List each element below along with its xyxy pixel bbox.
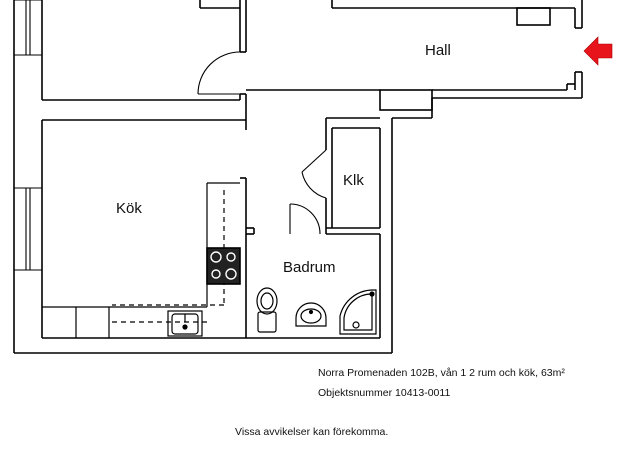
stove-icon: [206, 247, 241, 285]
outer-wall-left: [13, 0, 43, 353]
wall-top-segment: [199, 0, 240, 9]
room-label-hall: Hall: [425, 42, 451, 59]
address-text: Norra Promenaden 102B, vån 1 2 rum och k…: [318, 367, 565, 379]
hall-cabinet: [379, 89, 433, 111]
shower-icon: [339, 289, 377, 335]
closet-walls: [326, 127, 381, 229]
window-upper: [14, 0, 42, 56]
kitchen-sink-icon: [167, 310, 203, 337]
toilet-icon: [256, 287, 278, 333]
wall-room-kitchen: [42, 99, 246, 121]
wall-hall-top: [331, 0, 583, 29]
bathroom-walls: [246, 227, 381, 339]
wall-room-right: [239, 0, 247, 120]
object-number-text: Objektsnummer 10413-0011: [318, 387, 451, 399]
door-bathroom: [289, 203, 321, 235]
window-lower: [14, 187, 42, 271]
room-label-klk: Klk: [343, 172, 364, 189]
outer-wall-bottom: [14, 125, 393, 354]
door-room: [197, 51, 241, 95]
bathroom-sink-icon: [295, 302, 327, 327]
door-closet: [301, 149, 327, 199]
wall-corridor: [245, 117, 380, 228]
room-label-badrum: Badrum: [283, 259, 336, 276]
wall-hall-bottom: [246, 89, 582, 125]
disclaimer-text: Vissa avvikelser kan förekomma.: [235, 426, 389, 438]
kitchen-counter: [42, 182, 240, 338]
hall-shelf: [516, 7, 551, 26]
wall-kitchen-right: [240, 177, 247, 338]
wall-hall-right: [566, 71, 583, 98]
entrance-arrow-icon: [583, 36, 613, 66]
room-label-kok: Kök: [116, 200, 142, 217]
